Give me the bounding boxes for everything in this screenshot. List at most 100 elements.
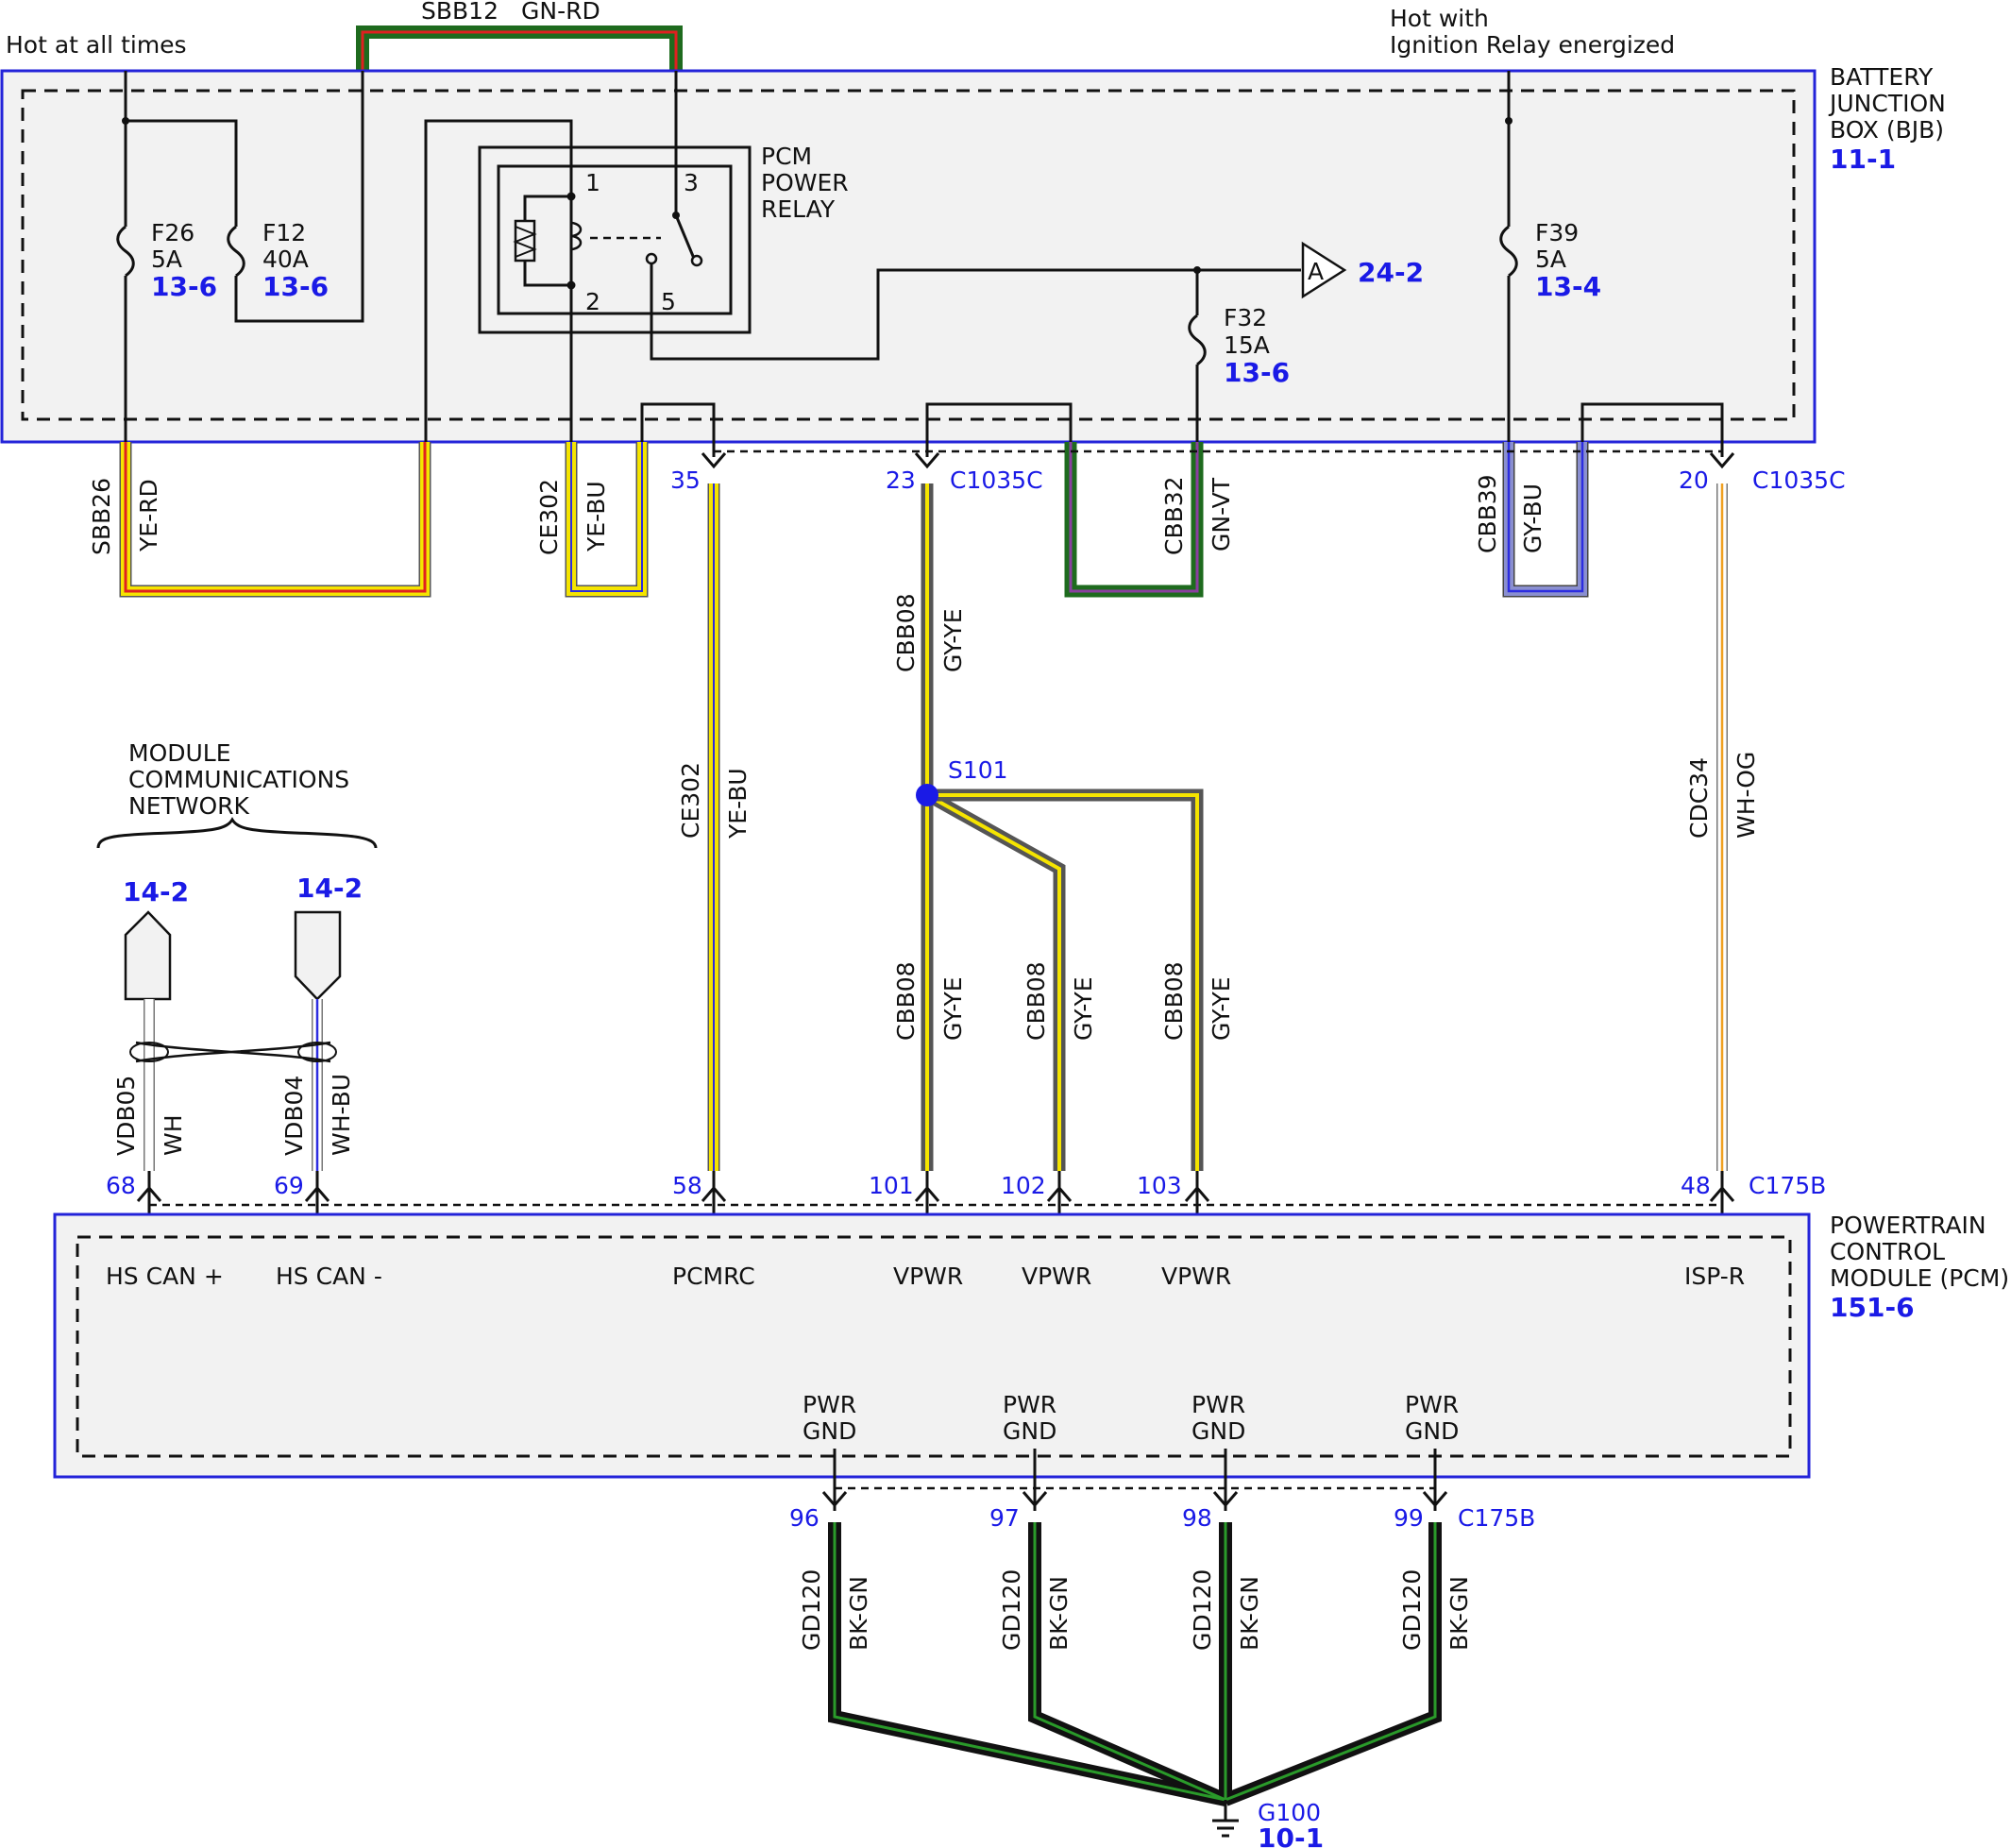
fuse-f26-ref: 13-6 bbox=[151, 271, 217, 302]
network-brace bbox=[96, 817, 378, 849]
hot-ignition-label-1: Hot with bbox=[1390, 5, 1489, 32]
bjb-title-1: BATTERY bbox=[1830, 63, 1934, 91]
fuse-f39-rating: 5A bbox=[1535, 246, 1566, 273]
pcm-signal-pcmrc: PCMRC bbox=[672, 1263, 755, 1290]
c175b-pin-99: 99 bbox=[1394, 1504, 1424, 1532]
pcm-gnd-99-label-1: PWR bbox=[1405, 1391, 1459, 1418]
fuse-f32-name: F32 bbox=[1224, 304, 1267, 331]
wire-cbb08-a-circuit: CBB08 bbox=[892, 961, 920, 1041]
c175b-pin-58: 58 bbox=[672, 1172, 702, 1199]
pcm-signal-hs-can-plus: HS CAN + bbox=[106, 1263, 224, 1290]
pcm-title-2: CONTROL bbox=[1830, 1238, 1945, 1265]
loop-cbb32 bbox=[1064, 442, 1204, 598]
loop-sbb26-color: YE-RD bbox=[135, 479, 162, 552]
wire-cbb08-b-circuit: CBB08 bbox=[1022, 961, 1050, 1041]
twist-loop-right bbox=[297, 1042, 337, 1062]
wire-vdb05-circuit: VDB05 bbox=[112, 1076, 140, 1156]
c175b-name-bottom: C175B bbox=[1458, 1504, 1535, 1532]
c1035c-name-2: C1035C bbox=[1752, 466, 1846, 494]
ground-wire-96-circuit: GD120 bbox=[798, 1569, 825, 1651]
pcm-gnd-97-label-1: PWR bbox=[1003, 1391, 1056, 1418]
network-title-2: COMMUNICATIONS bbox=[128, 766, 349, 793]
pcm-gnd-98-label-1: PWR bbox=[1191, 1391, 1245, 1418]
wire-vdb04-color: WH-BU bbox=[328, 1074, 355, 1156]
ground-g100-label: G100 bbox=[1258, 1799, 1321, 1826]
pcm-signal-vpwr-3: VPWR bbox=[1161, 1263, 1231, 1290]
network-ref-2: 14-2 bbox=[296, 873, 363, 904]
loop-ce302-circuit: CE302 bbox=[535, 479, 563, 555]
pcm-box bbox=[53, 1212, 1811, 1479]
pin35-internal-wire bbox=[640, 402, 716, 457]
relay-title-1: PCM bbox=[761, 143, 812, 170]
wire-cbb08-c-circuit: CBB08 bbox=[1160, 961, 1188, 1041]
pin20-internal-wire bbox=[1580, 402, 1724, 457]
pcm-gnd-96-label-2: GND bbox=[803, 1417, 856, 1445]
wire-vdb05-color: WH bbox=[160, 1114, 187, 1156]
relay-pin-3: 3 bbox=[684, 169, 699, 196]
hot-all-times-label: Hot at all times bbox=[6, 31, 187, 59]
relay-title-3: RELAY bbox=[761, 195, 836, 223]
twisted-pair-symbol bbox=[135, 1041, 331, 1063]
bjb-title-2: JUNCTION bbox=[1828, 90, 1946, 117]
loop-cbb39-circuit: CBB39 bbox=[1474, 474, 1501, 553]
bjb-ref: 11-1 bbox=[1830, 144, 1896, 175]
c175b-pin-98: 98 bbox=[1182, 1504, 1212, 1532]
fuse-f39-symbol bbox=[1499, 225, 1518, 278]
wire-cbb08-b-color: GY-YE bbox=[1070, 976, 1097, 1041]
twist-loop-left bbox=[129, 1042, 169, 1062]
ground-wire-99-color: BK-GN bbox=[1445, 1576, 1473, 1651]
fuse-f12-symbol bbox=[227, 225, 245, 278]
pcm-gnd-99-label-2: GND bbox=[1405, 1417, 1459, 1445]
sbb12-wire bbox=[356, 25, 683, 71]
network-ref-1: 14-2 bbox=[123, 876, 189, 907]
c175b-pin-48: 48 bbox=[1681, 1172, 1711, 1199]
ground-wire-98-circuit: GD120 bbox=[1189, 1569, 1216, 1651]
wire-cbb08-a-color: GY-YE bbox=[939, 976, 967, 1041]
relay-pin-1: 1 bbox=[585, 169, 600, 196]
c175b-pin-101: 101 bbox=[869, 1172, 914, 1199]
wire-cbb08-c-color: GY-YE bbox=[1208, 976, 1235, 1041]
splice-s101-label: S101 bbox=[948, 756, 1008, 784]
c1035c-name-1: C1035C bbox=[950, 466, 1043, 494]
fuse-f39-name: F39 bbox=[1535, 219, 1579, 246]
fuse-f26-symbol bbox=[116, 225, 135, 278]
relay-outer-box bbox=[478, 145, 752, 334]
sbb12-circuit-label: SBB12 bbox=[421, 0, 499, 25]
pcm-inner-outline bbox=[76, 1235, 1792, 1458]
ground-icon bbox=[1212, 1800, 1239, 1838]
loop-cbb32-circuit: CBB32 bbox=[1160, 476, 1188, 555]
bjb-inner-outline bbox=[21, 89, 1796, 421]
ground-wire-98-color: BK-GN bbox=[1236, 1576, 1263, 1651]
wire-ce302-color: YE-BU bbox=[724, 768, 752, 839]
fuse-f12-ref: 13-6 bbox=[262, 271, 329, 302]
connector-a-symbol bbox=[1193, 241, 1347, 299]
loop-sbb26-circuit: SBB26 bbox=[88, 478, 115, 555]
ground-wire-97-color: BK-GN bbox=[1045, 1576, 1073, 1651]
c1035c-pin-23: 23 bbox=[886, 466, 916, 494]
wire-cdc34-circuit: CDC34 bbox=[1685, 757, 1713, 839]
relay-pin-2: 2 bbox=[585, 288, 600, 315]
pcm-signal-isp-r: ISP-R bbox=[1684, 1263, 1745, 1290]
f39-junction bbox=[1505, 117, 1512, 125]
relay-inner-box bbox=[497, 164, 733, 315]
loop-cbb39-color: GY-BU bbox=[1519, 483, 1546, 553]
pcm-title-3: MODULE (PCM) bbox=[1830, 1264, 2009, 1292]
connector-a-ref: 24-2 bbox=[1358, 257, 1424, 288]
fuse-f32-ref: 13-6 bbox=[1224, 357, 1290, 388]
wire-vdb04-circuit: VDB04 bbox=[280, 1076, 308, 1156]
hot-ignition-label-2: Ignition Relay energized bbox=[1390, 31, 1675, 59]
network-title-3: NETWORK bbox=[128, 792, 250, 820]
c175b-ground-connector-symbols bbox=[821, 1449, 1448, 1511]
ground-wire-96-color: BK-GN bbox=[845, 1576, 872, 1651]
loop-ce302-color: YE-BU bbox=[583, 481, 610, 552]
fuse-f12-rating: 40A bbox=[262, 246, 309, 273]
fuse-f39-ref: 13-4 bbox=[1535, 271, 1601, 302]
loop-ce302 bbox=[565, 442, 649, 598]
pcm-signal-vpwr-2: VPWR bbox=[1022, 1263, 1091, 1290]
wire-cbb08-top-color: GY-YE bbox=[939, 608, 967, 672]
relay-pin-5: 5 bbox=[661, 288, 676, 315]
c1035c-pin-35: 35 bbox=[670, 466, 701, 494]
c1035c-pin-20: 20 bbox=[1679, 466, 1709, 494]
